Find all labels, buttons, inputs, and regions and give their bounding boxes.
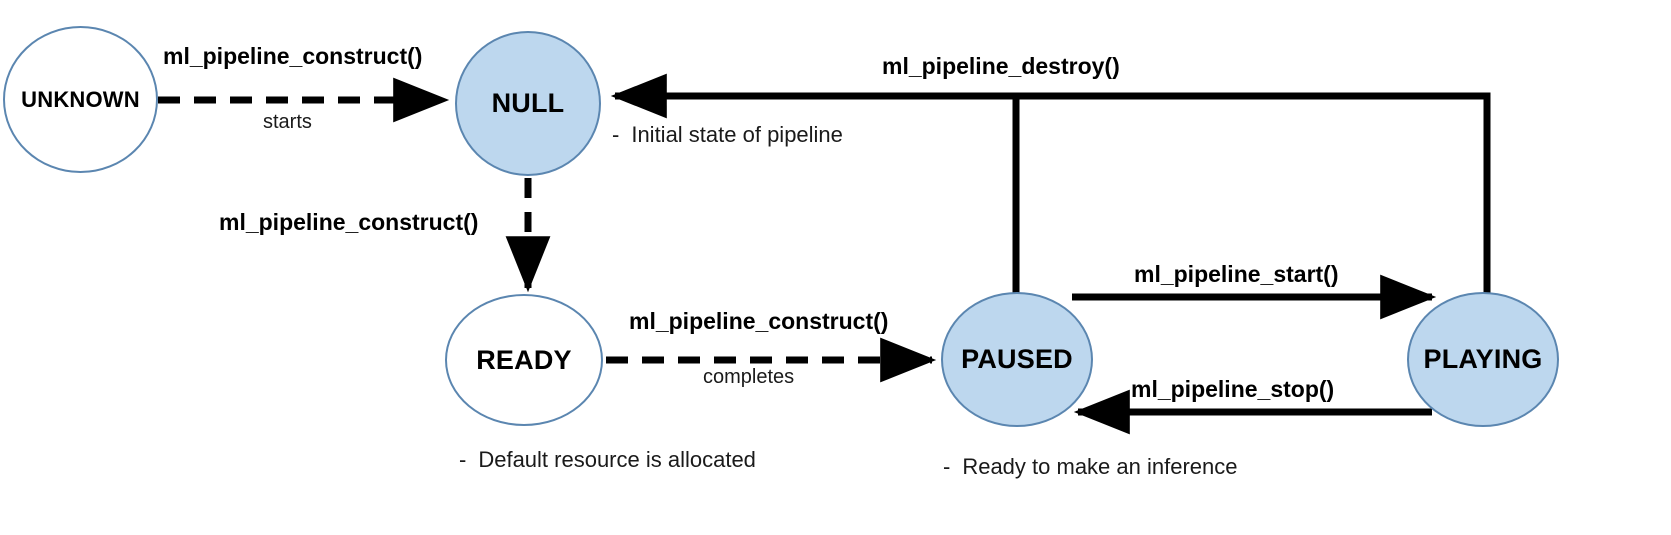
state-node-ready[interactable]: READY	[445, 294, 603, 426]
note-dash: -	[459, 447, 467, 472]
note-dash: -	[612, 122, 620, 147]
note-ready-state: -Default resource is allocated	[459, 447, 756, 473]
edge-sublabel-starts: starts	[263, 111, 312, 133]
state-node-null-label: NULL	[491, 88, 565, 118]
edge-label-ready-to-paused: ml_pipeline_construct()	[629, 308, 889, 334]
edge-label-unknown-to-null: ml_pipeline_construct()	[163, 43, 423, 69]
state-node-ready-label: READY	[476, 344, 572, 375]
edge-label-stop: ml_pipeline_stop()	[1131, 376, 1335, 402]
state-node-paused[interactable]: PAUSED	[941, 292, 1093, 427]
state-node-unknown[interactable]: UNKNOWN	[3, 26, 158, 173]
state-node-playing-label: PLAYING	[1423, 344, 1543, 374]
state-node-playing[interactable]: PLAYING	[1407, 292, 1559, 427]
state-node-unknown-label: UNKNOWN	[21, 86, 140, 112]
note-paused-state: -Ready to make an inference	[943, 454, 1238, 480]
note-dash: -	[943, 454, 951, 479]
state-node-paused-label: PAUSED	[961, 344, 1073, 374]
note-null-state: -Initial state of pipeline	[612, 122, 843, 148]
edge-label-null-to-ready: ml_pipeline_construct()	[219, 209, 479, 235]
edge-label-destroy: ml_pipeline_destroy()	[882, 53, 1120, 79]
edge-destroy-playing-to-null	[610, 73, 1491, 300]
state-node-null[interactable]: NULL	[455, 31, 601, 176]
edge-sublabel-completes: completes	[703, 366, 795, 388]
note-text: Ready to make an inference	[962, 454, 1238, 479]
note-text: Default resource is allocated	[478, 447, 756, 472]
edge-label-start: ml_pipeline_start()	[1134, 261, 1339, 287]
note-text: Initial state of pipeline	[631, 122, 843, 147]
